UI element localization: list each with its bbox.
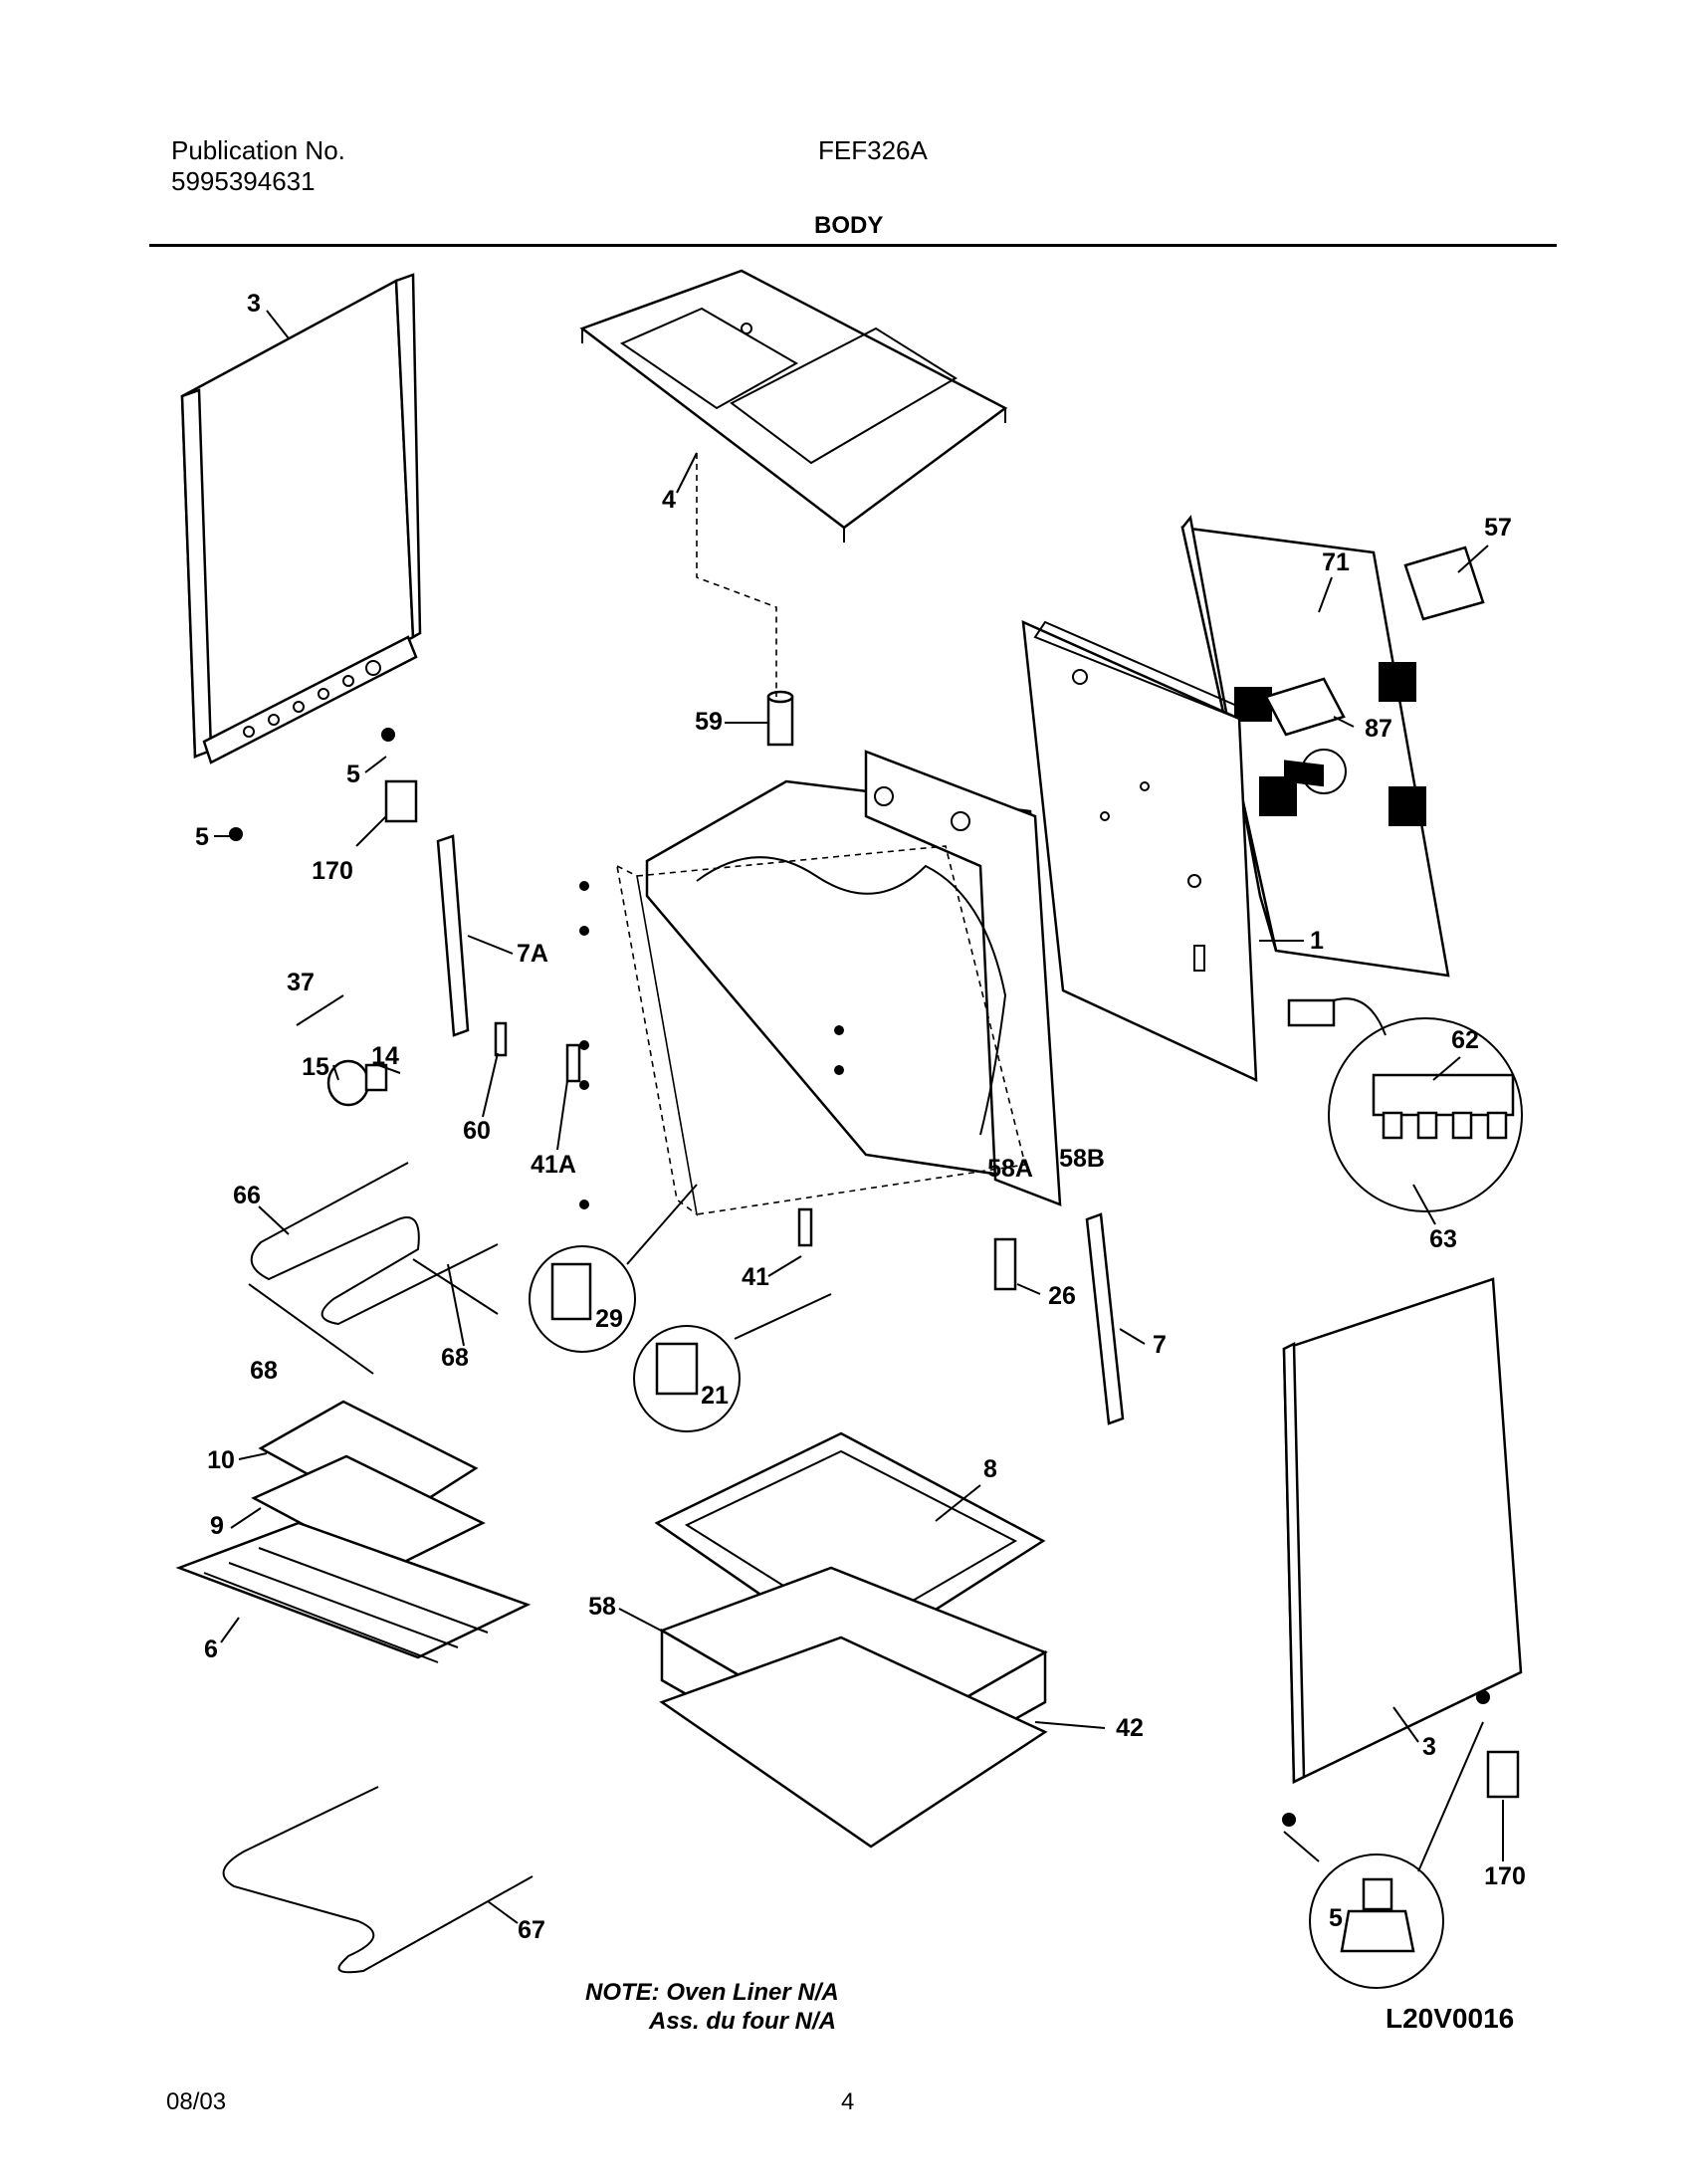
left-side-panel [180, 273, 422, 764]
terminal-block-inset [1287, 997, 1523, 1212]
callout-58B: 58B [1059, 1145, 1105, 1173]
callout-6: 6 [204, 1636, 218, 1663]
terminal-bracket [1264, 677, 1346, 737]
callout-5-upper: 5 [346, 761, 360, 788]
publication-label: Publication No. [171, 135, 345, 165]
callout-7A: 7A [517, 940, 548, 968]
bake-element [222, 1786, 534, 1974]
top-panel [579, 269, 1008, 543]
callout-60: 60 [463, 1117, 491, 1145]
oven-cavity-assembly [615, 750, 1062, 1216]
callout-63: 63 [1429, 1225, 1457, 1253]
callout-5-lower: 5 [195, 823, 209, 851]
callout-41A: 41A [531, 1151, 576, 1179]
vent-grommet [696, 453, 794, 747]
diagram-code: L20V0016 [1386, 2003, 1515, 2034]
publication-number: 5995394631 [171, 166, 316, 196]
note-line-2: Ass. du four N/A [649, 2008, 837, 2035]
hinge-left [436, 834, 470, 1037]
callout-170-right: 170 [1484, 1862, 1526, 1890]
callout-58: 58 [588, 1593, 616, 1621]
callout-3-right: 3 [1422, 1733, 1436, 1761]
callout-5-inset: 5 [1329, 1904, 1343, 1932]
callout-67: 67 [518, 1916, 545, 1944]
callout-42: 42 [1116, 1714, 1144, 1742]
callout-68-left: 68 [250, 1357, 278, 1385]
callout-9: 9 [210, 1512, 224, 1540]
oven-bottom-parts [654, 1431, 1048, 1849]
callout-leaders [214, 310, 1504, 1924]
callout-26: 26 [1048, 1282, 1076, 1310]
callout-10: 10 [207, 1446, 235, 1474]
callout-71: 71 [1322, 548, 1350, 576]
callout-87: 87 [1365, 715, 1392, 743]
callout-1: 1 [1310, 927, 1324, 955]
label-plate [1403, 545, 1485, 621]
callout-170-left: 170 [312, 857, 353, 885]
callout-59: 59 [695, 708, 723, 736]
right-side-panel [1282, 1277, 1523, 1784]
callout-62: 62 [1451, 1026, 1479, 1054]
screws-and-brackets [229, 728, 1520, 1827]
section-title: BODY [814, 212, 884, 239]
model-number: FEF326A [818, 135, 928, 165]
footer-date: 08/03 [166, 2088, 227, 2115]
back-panel [1021, 619, 1258, 1083]
page-number: 4 [841, 2088, 855, 2115]
bracket-inset-29 [529, 1184, 698, 1353]
callout-21: 21 [701, 1382, 729, 1410]
broil-element [248, 1162, 499, 1375]
note-line-1: NOTE: Oven Liner N/A [585, 1979, 839, 2006]
header-rule [149, 244, 1557, 247]
callout-68-right: 68 [441, 1344, 469, 1372]
callout-15: 15 [302, 1053, 329, 1081]
callout-3-left: 3 [247, 290, 261, 318]
callout-14: 14 [371, 1042, 399, 1070]
callout-labels: 3 4 57 71 87 59 5 5 170 7A 37 14 15 60 4… [195, 290, 1526, 1944]
callout-8: 8 [983, 1455, 997, 1483]
callout-41: 41 [742, 1263, 769, 1291]
callout-66: 66 [233, 1182, 261, 1209]
leveler-inset [1283, 1721, 1484, 1989]
callout-57: 57 [1484, 514, 1512, 542]
callout-7: 7 [1153, 1331, 1167, 1359]
clip-inset-21 [633, 1293, 832, 1432]
hinge-right [1085, 1212, 1125, 1425]
broil-pan-and-rack [175, 1400, 532, 1663]
callout-37: 37 [287, 969, 315, 996]
callout-29: 29 [595, 1305, 623, 1333]
callout-4: 4 [662, 486, 676, 514]
callout-58A: 58A [987, 1155, 1033, 1183]
